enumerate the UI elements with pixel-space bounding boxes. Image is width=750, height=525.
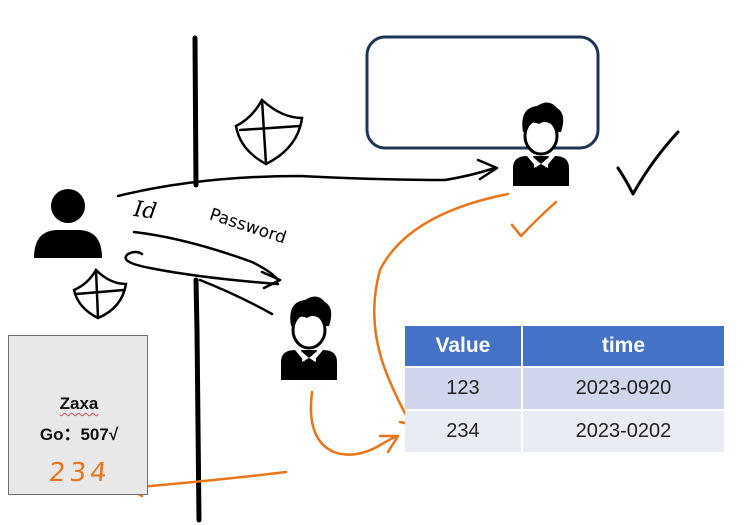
user-icon [34,189,102,258]
arrow-password-loop [124,230,282,290]
check-mark-icon [616,130,680,196]
table-header-row: Value time [405,326,724,367]
column-header-value: Value [405,326,523,367]
password-label: Password [207,205,289,249]
table-row: 234 2023-0202 [405,409,724,452]
table-cell: 234 [405,409,523,452]
screen-frame [365,35,600,150]
shield-icon-small [72,267,128,320]
shield-icon [234,98,304,166]
table-row: 123 2023-0920 [405,366,724,410]
orange-check-icon [510,200,558,238]
arrow-user-to-screen [116,158,499,198]
arrow-middle-to-table [309,390,400,456]
table-cell: 123 [405,366,523,410]
agent-icon-middle [279,294,339,382]
divider-line [192,35,202,523]
table-cell: 2023-0920 [521,366,724,410]
table-cell: 2023-0202 [521,409,724,452]
note-code: Go：507√ [39,425,119,444]
arrow-to-middle-agent [198,278,274,316]
note-card: Zaxa Go：507√ 234 [8,335,148,495]
note-name: Zaxa [59,394,99,413]
note-handwritten-value: 234 [47,458,113,488]
id-label: Id [131,197,158,225]
agent-icon-screen [511,100,571,188]
data-table: Value time 123 2023-0920 234 2023-0202 [405,326,724,452]
arrow-to-note [126,470,288,498]
column-header-time: time [521,326,724,367]
